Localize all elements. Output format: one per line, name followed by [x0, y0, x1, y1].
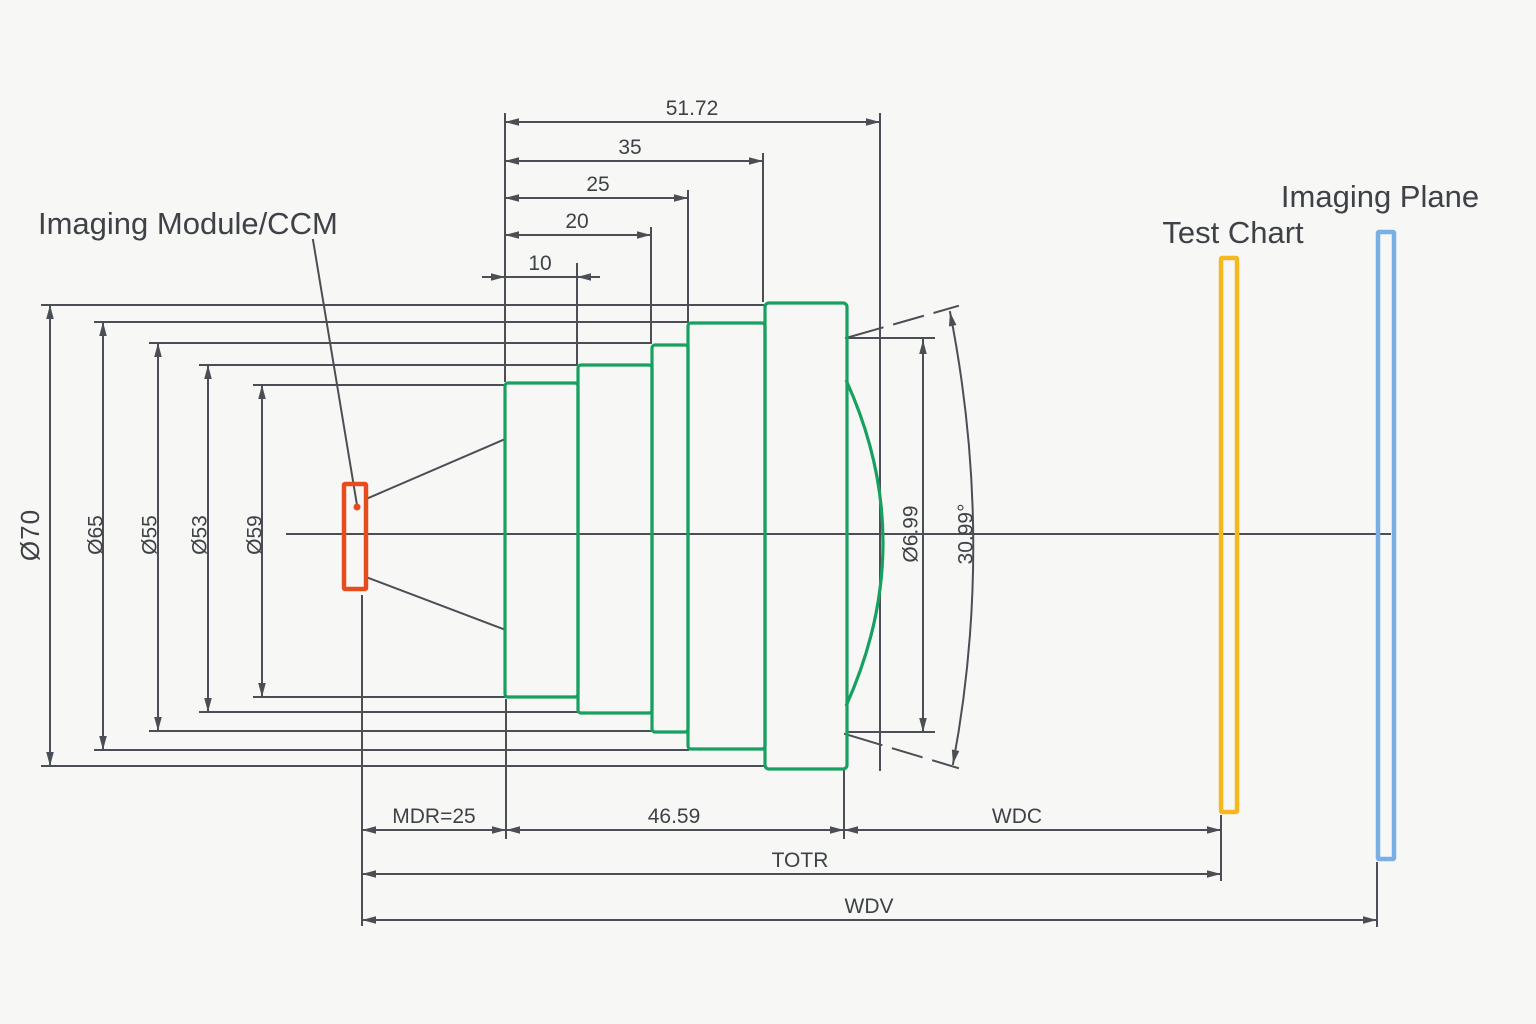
lens-barrel-segment-1 — [503, 381, 580, 699]
dim-dia-53: Ø53 — [189, 515, 212, 555]
lens-barrel-segment-2 — [576, 363, 654, 715]
dim-total-length: 51.72 — [666, 97, 719, 120]
dim-wdv: WDV — [845, 895, 894, 918]
annotations: Imaging Module/CCM Test Chart Imaging Pl… — [15, 97, 1479, 918]
imaging-plane-bar — [1375, 229, 1397, 862]
front-lens-surface — [844, 379, 885, 707]
dim-dia-65: Ø65 — [85, 515, 108, 555]
dim-dia-59: Ø59 — [244, 515, 267, 555]
imaging-plane-label: Imaging Plane — [1281, 179, 1479, 214]
lens-barrel-segment-5 — [763, 301, 849, 771]
dim-wdc: WDC — [992, 805, 1042, 828]
leader-dot — [353, 503, 361, 511]
dim-totr: TOTR — [772, 849, 829, 872]
dim-dia-55: Ø55 — [139, 515, 162, 555]
dim-20: 20 — [565, 210, 588, 233]
test-chart-label: Test Chart — [1162, 215, 1304, 250]
lens-barrel-segment-3 — [650, 343, 690, 734]
dimension-lines — [46, 118, 1378, 924]
lens-barrel — [503, 301, 885, 771]
field-of-view-rays — [843, 304, 960, 770]
dim-46-59: 46.59 — [648, 805, 701, 828]
extension-lines — [41, 113, 1378, 927]
ccm-sensor-rect — [341, 481, 369, 592]
dim-mdr: MDR=25 — [392, 805, 475, 828]
dim-field-angle: 30.99° — [955, 504, 978, 565]
dim-25: 25 — [586, 173, 609, 196]
dim-10: 10 — [528, 252, 551, 275]
sensor-light-cone — [364, 438, 505, 631]
dim-front-aperture: Ø6.99 — [900, 505, 923, 562]
dim-dia-70: Ø70 — [15, 509, 45, 561]
imaging-module-label: Imaging Module/CCM — [38, 206, 338, 241]
lens-barrel-segment-4 — [686, 321, 767, 751]
imaging-module-leader — [311, 238, 361, 511]
dim-35: 35 — [618, 136, 641, 159]
test-chart-bar — [1218, 255, 1240, 815]
